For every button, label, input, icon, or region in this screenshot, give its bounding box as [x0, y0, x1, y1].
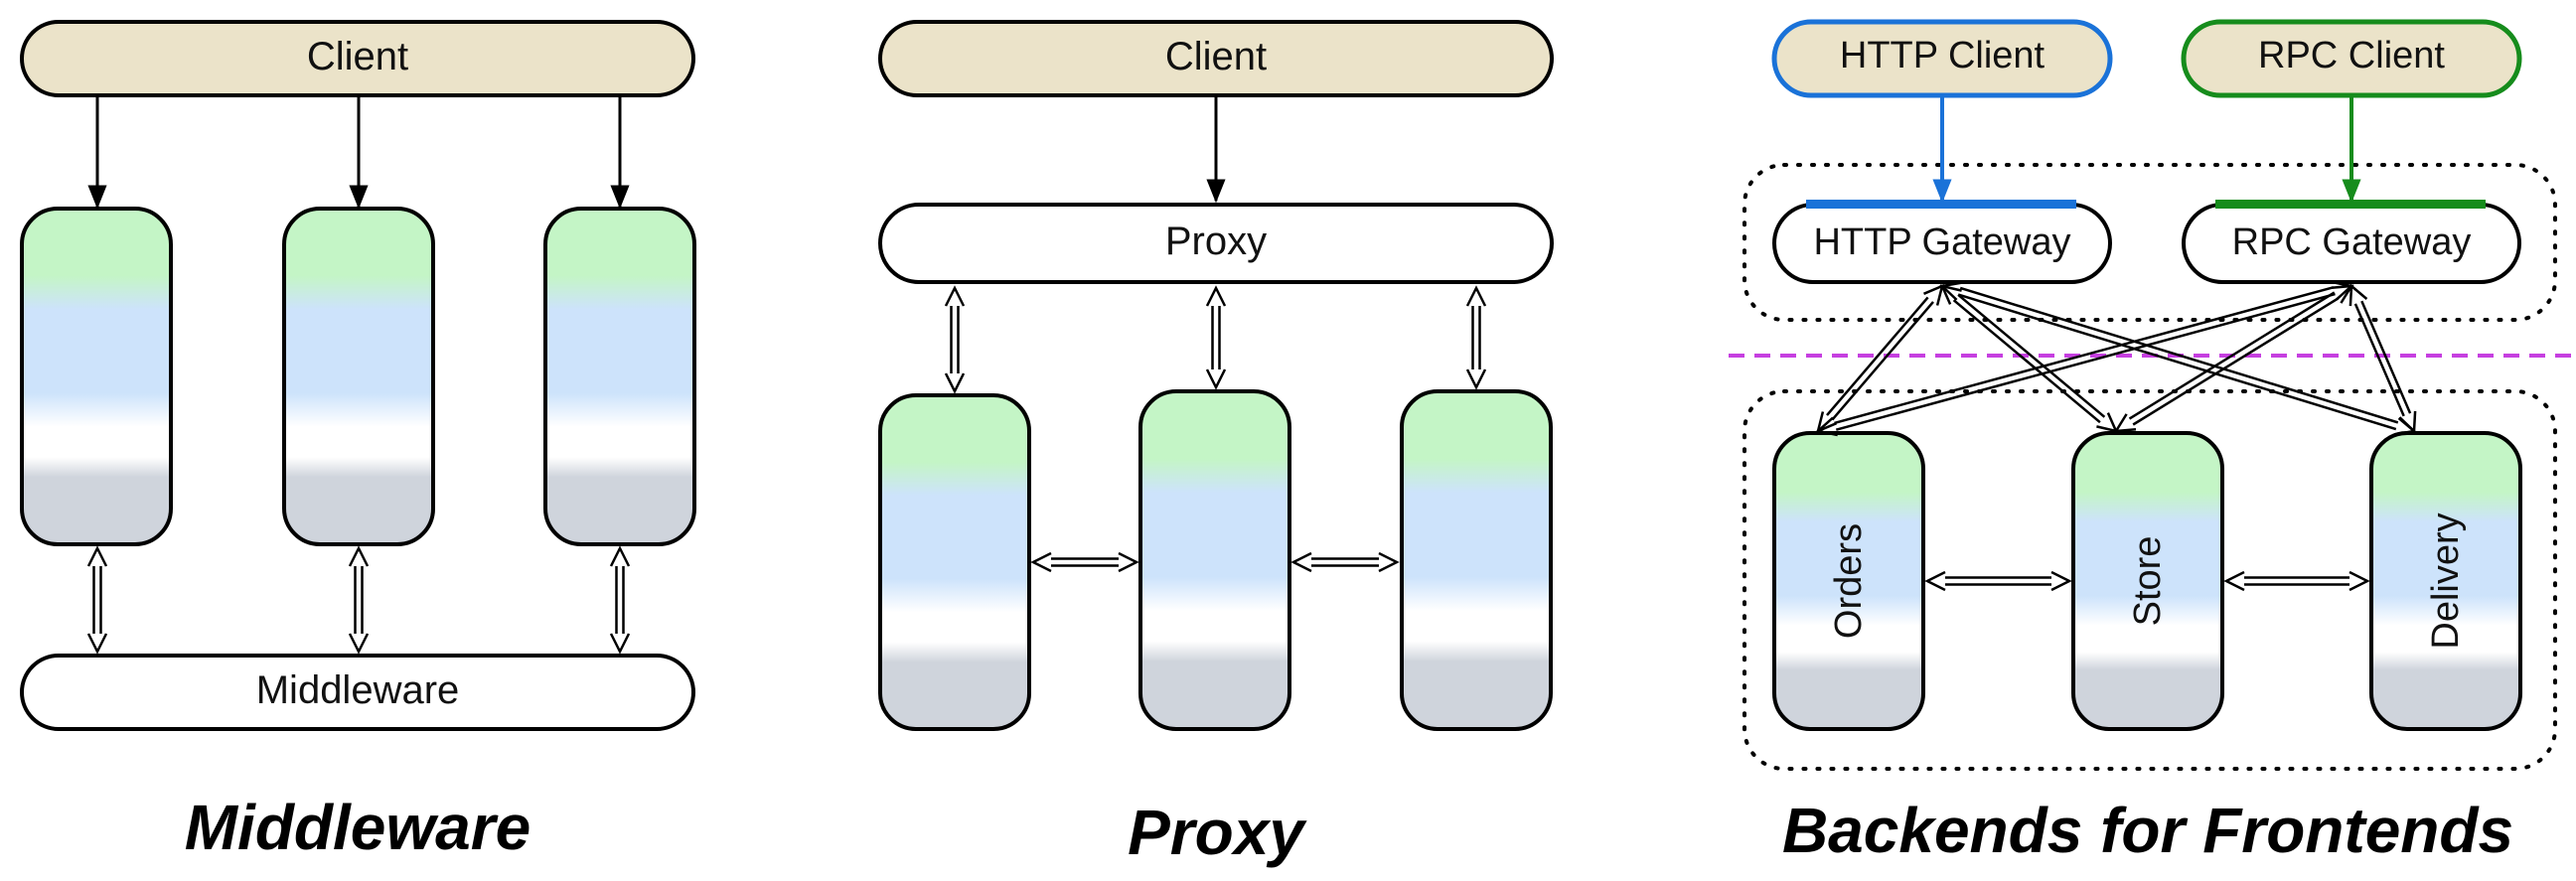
- store-service-box: [2071, 431, 2224, 731]
- bidirectional-arrow: [1939, 284, 2119, 433]
- delivery-service-label: Delivery: [2425, 513, 2467, 649]
- rpc-gateway-label: RPC Gateway: [2232, 221, 2472, 263]
- bff-panel: HTTP Client RPC Client HTTP Gateway RPC …: [1729, 19, 2573, 866]
- rpc-client-box: [2181, 19, 2522, 98]
- bidirectional-arrow: [1816, 283, 1944, 434]
- http-client-box: [1771, 19, 2113, 98]
- bidirectional-arrow: [1815, 280, 2354, 437]
- bidirectional-arrow: [1939, 281, 2417, 436]
- delivery-service-box: [2369, 431, 2522, 731]
- client-box: [20, 20, 695, 97]
- orders-service-label: Orders: [1828, 523, 1870, 639]
- bidirectional-arrow: [86, 545, 108, 655]
- service-box: [282, 207, 435, 546]
- middleware-label: Middleware: [256, 668, 460, 712]
- proxy-box: [878, 203, 1554, 284]
- client-box: [878, 20, 1554, 97]
- rpc-gateway-accent: [2215, 200, 2486, 209]
- middleware-caption: Middleware: [185, 792, 531, 863]
- bidirectional-arrow: [348, 545, 370, 655]
- bidirectional-arrow: [2113, 284, 2354, 433]
- service-box: [1138, 389, 1291, 731]
- client-label: Client: [307, 35, 408, 78]
- bidirectional-arrow: [1030, 551, 1139, 573]
- bidirectional-arrow: [1924, 570, 2072, 592]
- bidirectional-arrow: [609, 545, 631, 655]
- bidirectional-arrow: [2349, 283, 2417, 434]
- middleware-box: [20, 654, 695, 731]
- bidirectional-arrow: [944, 285, 966, 394]
- service-group-boundary: [1743, 389, 2557, 771]
- http-gateway-label: HTTP Gateway: [1813, 221, 2070, 263]
- service-box: [20, 207, 173, 546]
- service-box: [878, 393, 1031, 731]
- bidirectional-arrow: [2223, 570, 2370, 592]
- gateway-group-boundary: [1743, 163, 2557, 322]
- proxy-caption: Proxy: [1128, 797, 1307, 868]
- proxy-label: Proxy: [1165, 220, 1267, 263]
- client-label: Client: [1165, 35, 1267, 78]
- orders-service-box: [1772, 431, 1925, 731]
- rpc-client-label: RPC Client: [2258, 35, 2445, 76]
- http-gateway-accent: [1806, 200, 2076, 209]
- proxy-panel: Client Proxy Proxy: [878, 20, 1554, 868]
- service-box: [543, 207, 696, 546]
- bff-caption: Backends for Frontends: [1782, 795, 2513, 866]
- http-client-label: HTTP Client: [1840, 35, 2046, 76]
- bidirectional-arrow: [1290, 551, 1400, 573]
- store-service-label: Store: [2127, 536, 2169, 627]
- bidirectional-arrow: [1205, 285, 1227, 390]
- bidirectional-arrow: [1465, 285, 1487, 390]
- middleware-panel: Client Middleware Middleware: [20, 20, 696, 863]
- service-box: [1400, 389, 1553, 731]
- bidirectional-connectors: [86, 280, 2417, 655]
